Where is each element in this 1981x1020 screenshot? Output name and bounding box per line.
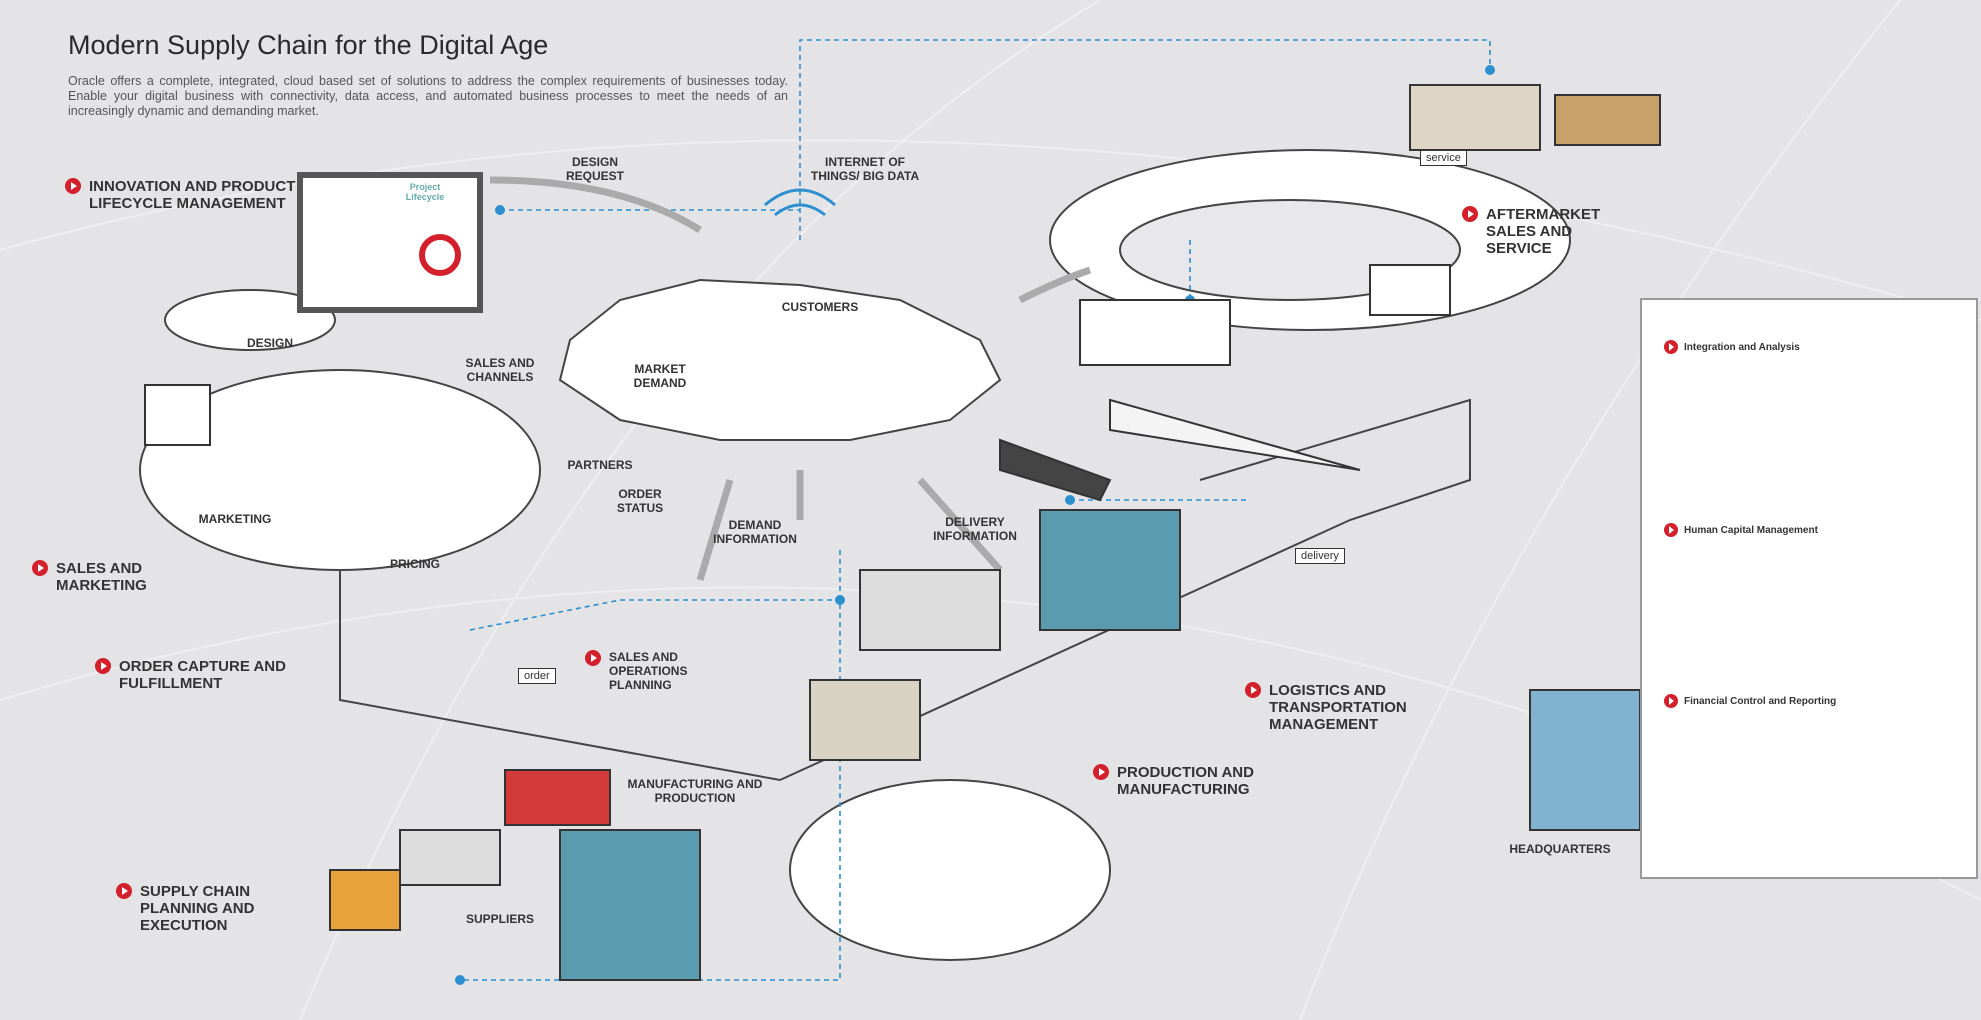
van [1369,264,1451,316]
panel-item-integration[interactable]: Integration and Analysis [1664,340,1800,354]
section-supply-chain[interactable]: Supply Chain Planning and Execution [116,883,300,934]
page-title: Modern Supply Chain for the Digital Age [68,30,549,60]
section-sales-marketing[interactable]: Sales and Marketing [32,560,186,594]
label-design: Design [246,336,293,350]
wifi-icon [764,188,836,217]
play-icon [1462,206,1478,222]
panel-item-financial[interactable]: Financial Control and Reporting [1664,694,1836,708]
marketing-board [144,384,211,446]
factory [809,679,921,761]
label-partners: Partners [567,458,633,472]
intro-text: Oracle offers a complete, integrated, cl… [68,74,788,118]
logistics-screen [1039,509,1181,631]
warehouse [859,569,1001,651]
label-order-status: Order Status [616,487,664,515]
label-suppliers: Suppliers [465,912,534,926]
label-demand-info: Demand Information [713,518,797,546]
play-icon [95,658,111,674]
supplier-screen [559,829,701,981]
ship [999,438,1112,502]
play-icon [32,560,48,576]
production-platform [789,779,1111,961]
tag-service: service [1420,150,1467,166]
play-icon [1664,694,1678,708]
play-icon [1664,523,1678,537]
label-marketing: Marketing [198,512,272,526]
truck [1079,299,1231,366]
customers-gear [558,278,1002,441]
section-order-capture[interactable]: Order Capture and Fulfillment [95,658,339,692]
tag-order: order [518,668,556,684]
label-customers: Customers [781,300,859,314]
section-logistics[interactable]: Logistics and Transportation Management [1245,682,1479,733]
label-headquarters: Headquarters [1509,842,1611,856]
section-innovation[interactable]: Innovation and Product Lifecycle Managem… [65,178,299,212]
play-icon [1245,682,1261,698]
section-aftermarket[interactable]: Aftermarket Sales and Service [1462,206,1636,257]
label-design-request: Design Request [565,155,624,183]
section-sop[interactable]: Sales and Operations Planning [585,650,739,692]
supplier-plant [504,769,611,826]
label-iot: Internet of Things/ Big Data [810,155,920,183]
play-icon [1093,764,1109,780]
play-icon [1664,340,1678,354]
play-icon [585,650,601,666]
label-sales-channels: Sales and Channels [465,356,535,384]
tag-delivery: delivery [1295,548,1345,564]
play-icon [65,178,81,194]
enterprise-panel: Integration and Analysis Human Capital M… [1640,298,1978,879]
panel-item-hcm[interactable]: Human Capital Management [1664,523,1818,537]
label-pricing: Pricing [389,557,440,571]
headquarters-building [1529,689,1641,831]
design-platform [164,289,336,351]
airplane [1109,398,1361,471]
label-market-demand: Market Demand [633,362,687,390]
service-building [1409,84,1541,151]
label-project-lifecycle: Project Lifecycle [405,182,445,202]
play-icon [116,883,132,899]
label-delivery-info: Delivery Information [933,515,1017,543]
label-mfg-production: Manufacturing and Production [627,777,763,805]
section-production[interactable]: Production and Manufacturing [1093,764,1317,798]
